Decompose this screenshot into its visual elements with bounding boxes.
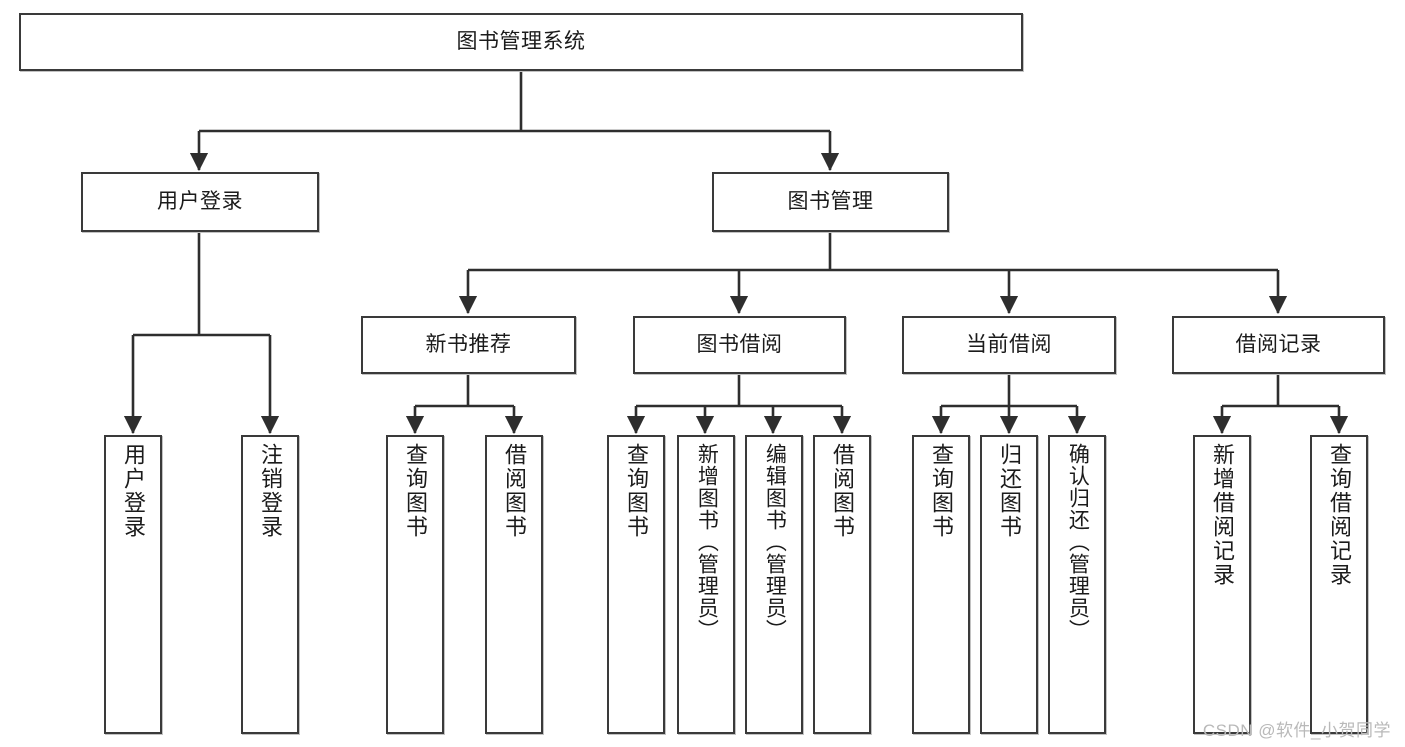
node-new-book-recommend-label: 新书推荐 xyxy=(425,333,512,357)
node-leaf-query-book-3-label: 查询图书 xyxy=(928,443,954,539)
node-book-borrow[interactable]: 图书借阅 xyxy=(633,316,846,374)
node-leaf-query-book-1-label: 查询图书 xyxy=(402,443,428,539)
node-leaf-edit-book-label: 编辑图书（管理员） xyxy=(763,443,787,641)
node-leaf-borrow-book-2-label: 借阅图书 xyxy=(829,443,855,539)
node-user-login[interactable]: 用户登录 xyxy=(81,172,319,232)
node-book-manage-label: 图书管理 xyxy=(787,190,874,214)
node-current-borrow[interactable]: 当前借阅 xyxy=(902,316,1116,374)
node-leaf-confirm-return[interactable]: 确认归还（管理员） xyxy=(1048,435,1106,734)
node-leaf-query-book-2[interactable]: 查询图书 xyxy=(607,435,665,734)
node-leaf-confirm-return-label: 确认归还（管理员） xyxy=(1066,443,1090,641)
node-leaf-query-record-label: 查询借阅记录 xyxy=(1326,443,1352,587)
node-leaf-user-logout[interactable]: 注销登录 xyxy=(241,435,299,734)
node-current-borrow-label: 当前借阅 xyxy=(966,333,1052,357)
node-book-borrow-label: 图书借阅 xyxy=(696,333,783,357)
node-borrow-record[interactable]: 借阅记录 xyxy=(1172,316,1385,374)
node-leaf-return-book-label: 归还图书 xyxy=(996,443,1022,539)
node-leaf-add-book[interactable]: 新增图书（管理员） xyxy=(677,435,735,734)
node-leaf-add-record[interactable]: 新增借阅记录 xyxy=(1193,435,1251,734)
node-leaf-query-record[interactable]: 查询借阅记录 xyxy=(1310,435,1368,734)
node-leaf-add-record-label: 新增借阅记录 xyxy=(1209,443,1235,587)
node-leaf-user-login[interactable]: 用户登录 xyxy=(104,435,162,734)
node-user-login-label: 用户登录 xyxy=(157,190,243,214)
node-leaf-query-book-1[interactable]: 查询图书 xyxy=(386,435,444,734)
node-leaf-user-login-label: 用户登录 xyxy=(120,443,146,539)
node-leaf-borrow-book-1[interactable]: 借阅图书 xyxy=(485,435,543,734)
node-leaf-user-logout-label: 注销登录 xyxy=(257,443,283,539)
node-leaf-add-book-label: 新增图书（管理员） xyxy=(695,443,719,641)
node-leaf-borrow-book-2[interactable]: 借阅图书 xyxy=(813,435,871,734)
node-borrow-record-label: 借阅记录 xyxy=(1235,333,1322,357)
node-new-book-recommend[interactable]: 新书推荐 xyxy=(361,316,576,374)
node-book-manage[interactable]: 图书管理 xyxy=(712,172,949,232)
node-leaf-borrow-book-1-label: 借阅图书 xyxy=(501,443,527,539)
node-leaf-edit-book[interactable]: 编辑图书（管理员） xyxy=(745,435,803,734)
node-root[interactable]: 图书管理系统 xyxy=(19,13,1023,71)
node-leaf-query-book-2-label: 查询图书 xyxy=(623,443,649,539)
node-root-label: 图书管理系统 xyxy=(456,30,586,54)
node-leaf-return-book[interactable]: 归还图书 xyxy=(980,435,1038,734)
watermark-text: CSDN @软件_小贺同学 xyxy=(1202,721,1391,740)
node-leaf-query-book-3[interactable]: 查询图书 xyxy=(912,435,970,734)
